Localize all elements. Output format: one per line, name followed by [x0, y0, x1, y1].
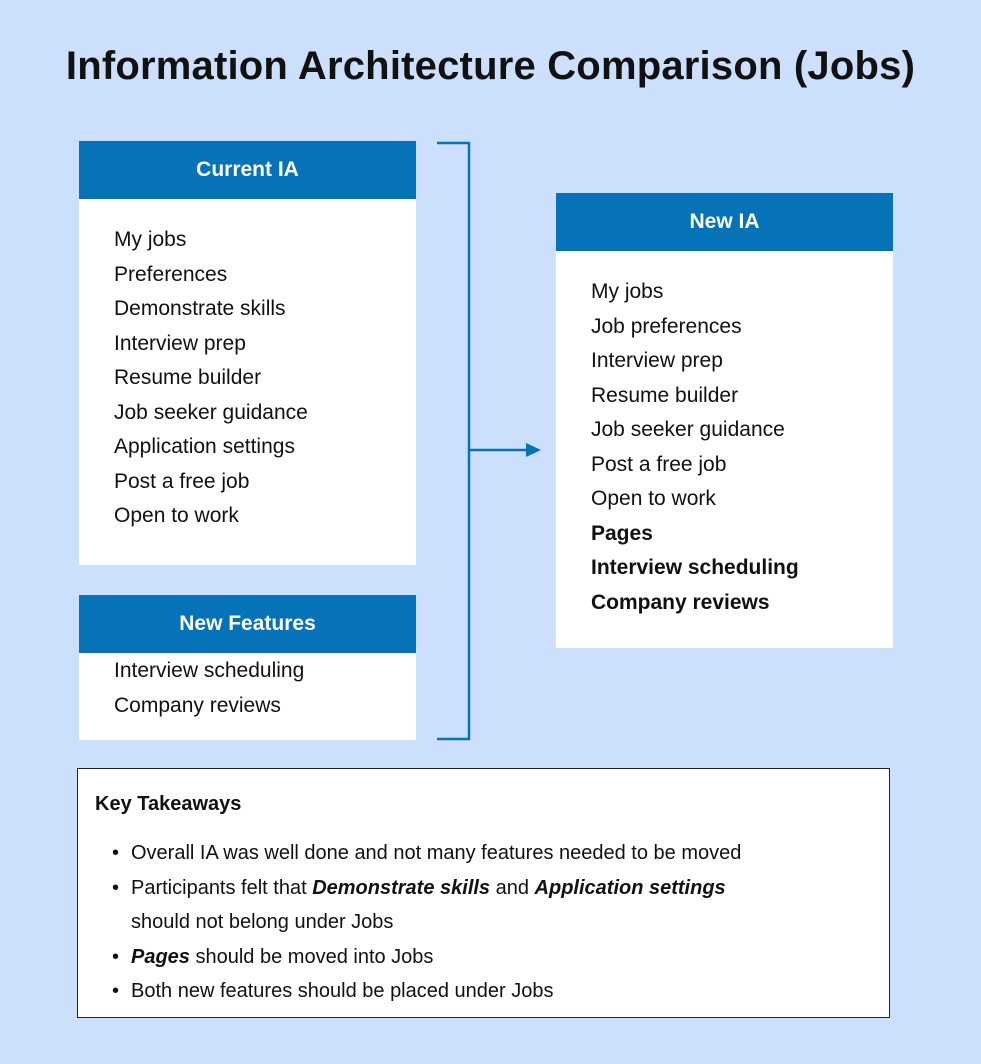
takeaway-emphasis: Application settings: [534, 876, 726, 899]
list-item: Post a free job: [114, 469, 250, 493]
list-item: Interview prep: [114, 331, 246, 355]
key-takeaways-title: Key Takeaways: [95, 793, 242, 815]
list-item-new: Interview scheduling: [591, 556, 799, 579]
takeaway-item: • Overall IA was well done and not many …: [112, 836, 872, 871]
list-item: Open to work: [591, 487, 716, 510]
new-ia-header: New IA: [556, 193, 893, 251]
takeaway-text: Overall IA was well done and not many fe…: [131, 842, 742, 864]
new-ia-list: My jobs Job preferences Interview prep R…: [556, 251, 893, 620]
bullet-icon: •: [112, 945, 120, 968]
list-item: Application settings: [114, 435, 295, 458]
current-ia-header: Current IA: [79, 141, 416, 199]
new-ia-card: New IA My jobs Job preferences Interview…: [556, 193, 893, 648]
new-features-card: New Features Interview scheduling Compan…: [79, 595, 416, 740]
list-item: Job preferences: [591, 314, 742, 338]
takeaway-text: should not belong under Jobs: [131, 911, 394, 933]
list-item: Job seeker guidance: [114, 400, 308, 424]
list-item: My jobs: [114, 228, 187, 251]
new-features-header: New Features: [79, 595, 416, 653]
current-ia-card: Current IA My jobs Preferences Demonstra…: [79, 141, 416, 565]
key-takeaways-list: • Overall IA was well done and not many …: [112, 836, 872, 1009]
bullet-icon: •: [112, 842, 120, 864]
bullet-icon: •: [112, 876, 120, 899]
takeaway-text: Participants felt that: [131, 876, 313, 899]
takeaway-text: and: [490, 876, 535, 899]
list-item-new: Pages: [591, 521, 653, 545]
arrow-head-icon: [526, 443, 541, 457]
list-item: Open to work: [114, 504, 239, 527]
list-item: Interview prep: [591, 349, 723, 372]
bullet-icon: •: [112, 980, 120, 1002]
takeaway-emphasis: Pages: [131, 945, 190, 968]
takeaway-item: • Both new features should be placed und…: [112, 974, 872, 1009]
list-item: Interview scheduling: [114, 659, 305, 682]
list-item: Resume builder: [591, 383, 739, 407]
takeaway-text: should be moved into Jobs: [189, 945, 434, 968]
bracket-line: [437, 141, 471, 741]
list-item: Post a free job: [591, 452, 727, 476]
takeaway-item: • Participants felt that Demonstrate ski…: [112, 871, 872, 940]
list-item: Job seeker guidance: [591, 418, 785, 441]
list-item: Demonstrate skills: [114, 297, 286, 320]
current-ia-list: My jobs Preferences Demonstrate skills I…: [79, 199, 416, 534]
takeaway-item: • Pages should be moved into Jobs: [112, 940, 872, 975]
takeaway-text: Both new features should be placed under…: [131, 980, 554, 1002]
new-features-list: Interview scheduling Company reviews: [79, 653, 416, 723]
list-item: Company reviews: [114, 693, 281, 717]
takeaway-emphasis: Demonstrate skills: [312, 876, 491, 899]
list-item: Resume builder: [114, 366, 262, 389]
list-item: My jobs: [591, 280, 664, 303]
page-title: Information Architecture Comparison (Job…: [65, 44, 916, 88]
key-takeaways-box: Key Takeaways • Overall IA was well done…: [77, 768, 890, 1018]
list-item-new: Company reviews: [591, 590, 770, 614]
list-item: Preferences: [114, 262, 228, 286]
